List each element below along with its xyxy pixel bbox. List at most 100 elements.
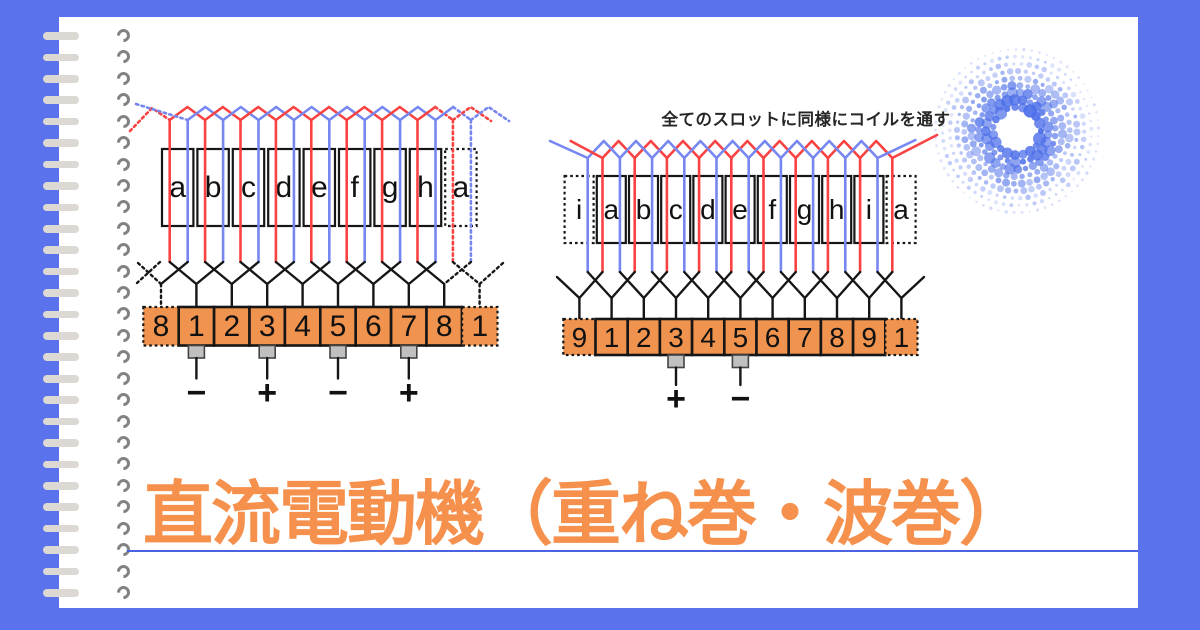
segment-label: 6 — [365, 310, 382, 343]
halftone-dot — [1049, 71, 1053, 75]
halftone-dot — [1056, 96, 1065, 105]
binder-ring — [43, 197, 133, 217]
halftone-dot — [1095, 111, 1098, 114]
halftone-dot — [1074, 84, 1077, 87]
halftone-dot — [1057, 67, 1061, 72]
brush — [667, 354, 685, 369]
binder-ring — [43, 390, 133, 409]
halftone-dot — [1052, 153, 1058, 159]
junction-arm — [380, 260, 410, 286]
halftone-dot — [988, 67, 993, 72]
ring-bar — [43, 224, 79, 233]
halftone-dot — [1052, 125, 1059, 132]
junction-arm — [674, 270, 701, 300]
halftone-dot — [1020, 158, 1027, 165]
segment-label: 9 — [861, 322, 877, 353]
halftone-dot — [1044, 145, 1056, 157]
junction-arm-cut — [451, 260, 481, 286]
halftone-dot — [1048, 110, 1055, 117]
halftone-dot — [1077, 76, 1080, 79]
commutator-segment — [819, 317, 855, 357]
halftone-dot — [1078, 106, 1083, 111]
halftone-dot — [1069, 152, 1075, 157]
segment-label: 1 — [188, 310, 205, 343]
halftone-dot — [1027, 172, 1033, 178]
segment-label: 3 — [259, 310, 276, 343]
halftone-dot — [1005, 55, 1009, 59]
junction-arm — [835, 270, 862, 300]
halftone-dot — [1064, 195, 1067, 198]
halftone-dot — [1035, 157, 1044, 167]
halftone-dot — [946, 100, 951, 105]
ring-bar — [43, 353, 79, 362]
halftone-dot — [1082, 97, 1086, 101]
halftone-dot — [978, 142, 984, 148]
halftone-dot — [968, 196, 971, 199]
halftone-dot — [987, 189, 993, 196]
binder-ring — [43, 497, 133, 516]
halftone-dot — [956, 143, 961, 148]
coil-arch-blue — [715, 139, 751, 160]
halftone-dot — [1081, 121, 1086, 126]
binder-ring — [43, 47, 133, 67]
halftone-dot — [963, 171, 968, 176]
coil-arch-blue — [257, 105, 296, 122]
binder-ring — [43, 154, 133, 174]
binder-ring — [43, 476, 133, 495]
halftone-dot — [1069, 78, 1073, 81]
coil-cut-red — [569, 139, 604, 160]
halftone-dot — [1021, 55, 1025, 59]
brush — [258, 344, 277, 359]
halftone-circle-decoration — [934, 48, 1101, 215]
halftone-dot — [1017, 75, 1023, 81]
halftone-dot — [966, 164, 972, 169]
halftone-dot — [937, 105, 941, 109]
halftone-dot — [1022, 89, 1033, 100]
junction-arm-cut — [135, 260, 162, 285]
slot-label: d — [276, 171, 293, 204]
halftone-dot — [942, 166, 946, 170]
junction-arm — [301, 260, 331, 286]
halftone-dot — [994, 80, 999, 85]
junction-arm — [642, 270, 669, 300]
halftone-dot — [935, 112, 939, 116]
halftone-dot — [997, 154, 1004, 161]
halftone-dot — [981, 103, 991, 113]
segment-label: 4 — [294, 310, 311, 343]
halftone-dot — [974, 182, 979, 187]
ring-bar — [43, 139, 79, 147]
halftone-dot — [953, 87, 958, 91]
halftone-dot — [951, 105, 957, 110]
halftone-dot — [987, 198, 991, 202]
halftone-dot — [956, 185, 960, 189]
halftone-dot — [997, 185, 1004, 193]
segment-label: 6 — [765, 322, 781, 353]
halftone-dot — [983, 161, 988, 167]
halftone-dot — [951, 180, 955, 183]
halftone-dot — [1063, 72, 1067, 76]
ghost-commutator-segment — [461, 305, 499, 347]
junction-arm — [811, 270, 839, 300]
slot-label: d — [700, 194, 716, 225]
halftone-dot — [979, 112, 985, 118]
junction-arm — [578, 270, 604, 300]
halftone-dot — [976, 65, 981, 70]
halftone-dot — [1054, 145, 1063, 154]
junction-arm — [586, 270, 613, 300]
binder-ring — [43, 90, 133, 109]
halftone-dot — [935, 144, 939, 148]
slot-label: f — [768, 194, 776, 225]
coil-arch-blue — [843, 139, 879, 160]
polarity-label: + — [399, 374, 419, 412]
halftone-dot — [1004, 163, 1016, 175]
slot-label: a — [169, 171, 186, 204]
halftone-dot — [1051, 132, 1059, 140]
coil-arch-red — [826, 139, 862, 160]
halftone-dot — [1034, 64, 1040, 69]
halftone-dot — [987, 165, 996, 173]
binder-ring — [43, 540, 133, 559]
binder-ring — [43, 219, 133, 238]
junction-arm — [618, 270, 645, 300]
halftone-dot — [1040, 189, 1047, 196]
